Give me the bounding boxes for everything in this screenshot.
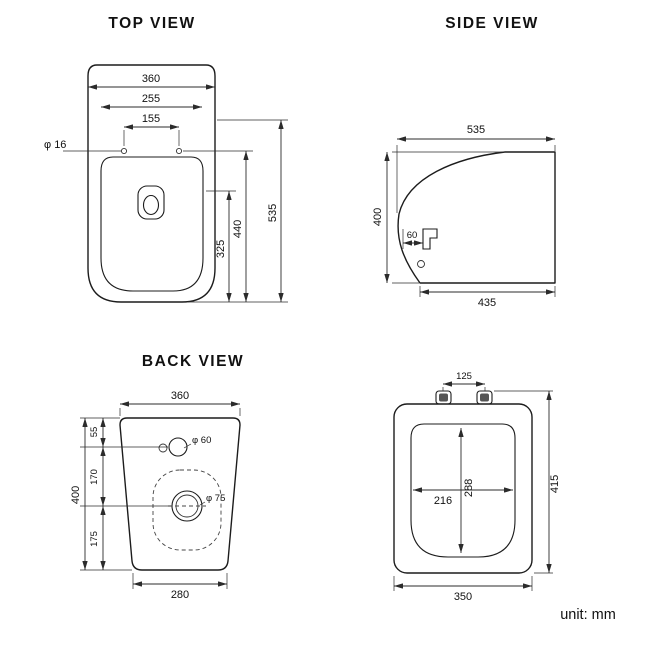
side-view: SIDE VIEW 60 535 400 435 <box>372 15 556 309</box>
top-view-seat-opening <box>100 156 204 292</box>
top-view-bowl-outline <box>87 64 216 303</box>
top-view-drain-body <box>137 185 165 220</box>
back-view-dim-360: 360 <box>171 390 189 402</box>
back-view-dim-400: 400 <box>70 486 82 504</box>
top-view: TOP VIEW 360 255 155 φ 16 325 440 535 <box>44 15 288 303</box>
top-view-hole-dia-label: φ 16 <box>44 139 66 151</box>
seat-view-hinge-right-cap <box>480 393 489 402</box>
back-view-inlet-small-hole <box>158 443 168 453</box>
back-view-dim-280: 280 <box>171 589 189 601</box>
seat-view-dim-216: 216 <box>434 495 452 507</box>
side-view-dim-535: 535 <box>467 124 485 136</box>
top-view-dim-360: 360 <box>142 73 160 85</box>
back-view-outlet-inner <box>175 494 199 518</box>
seat-view-dim-350: 350 <box>454 591 472 603</box>
top-view-dim-325: 325 <box>215 240 227 258</box>
top-view-title: TOP VIEW <box>108 15 195 32</box>
top-view-dim-535: 535 <box>267 204 279 222</box>
back-view-dim-55: 55 <box>89 427 100 438</box>
side-view-dim-435: 435 <box>478 297 496 309</box>
back-view-title: BACK VIEW <box>142 353 244 370</box>
back-view: BACK VIEW φ 60 φ 75 55 170 175 400 360 2… <box>70 353 244 601</box>
back-view-outlet-leader <box>199 501 206 506</box>
side-view-dim-400: 400 <box>372 208 384 226</box>
top-view-fixing-hole-left <box>120 147 128 155</box>
seat-view-hinge-left-cap <box>439 393 448 402</box>
top-view-fixing-hole-right <box>175 147 183 155</box>
seat-view: 125 288 216 415 350 <box>393 371 561 603</box>
side-view-fixing-bracket <box>422 228 438 250</box>
side-view-dim-60: 60 <box>407 230 418 241</box>
top-view-dim-155: 155 <box>142 113 160 125</box>
unit-label: unit: mm <box>560 607 616 623</box>
back-view-dim-175: 175 <box>89 531 100 547</box>
side-view-profile-outline <box>397 151 556 284</box>
back-view-body-outline <box>119 417 241 571</box>
back-view-trapway-hidden-line <box>152 469 222 551</box>
side-view-title: SIDE VIEW <box>445 15 539 32</box>
seat-view-lid-outline <box>393 403 533 574</box>
seat-view-dim-415: 415 <box>549 475 561 493</box>
back-view-outlet-dia-label: φ 75 <box>206 493 225 504</box>
seat-view-seat-inner-line <box>410 423 516 558</box>
back-view-dim-170: 170 <box>89 469 100 485</box>
top-view-dim-440: 440 <box>232 220 244 238</box>
top-view-drain-hole <box>142 194 160 216</box>
seat-view-dim-125: 125 <box>456 371 472 382</box>
side-view-fixing-hole <box>417 260 425 268</box>
seat-view-dim-288: 288 <box>463 479 475 497</box>
back-view-inlet-dia-label: φ 60 <box>192 435 211 446</box>
top-view-dim-255: 255 <box>142 93 160 105</box>
back-view-inlet-hole <box>168 437 188 457</box>
back-view-inlet-leader <box>183 443 192 449</box>
